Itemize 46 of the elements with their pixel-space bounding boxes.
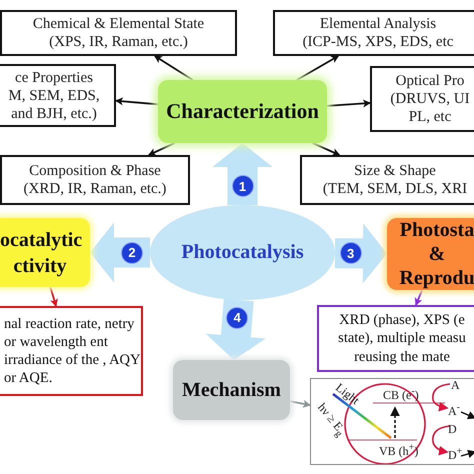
- box-title: Chemical & Elemental State: [32, 15, 204, 33]
- arrow: [49, 286, 58, 307]
- method-list: and BJH, etc.): [11, 104, 97, 122]
- method-box: [0, 10, 237, 56]
- heading-box: [158, 80, 327, 143]
- arrow: [312, 142, 340, 156]
- diagram-label: D: [448, 423, 457, 435]
- method-list: (XPS, IR, Raman, etc.): [49, 33, 188, 51]
- arrow: [148, 142, 176, 156]
- method-list: PL, etc: [408, 108, 452, 126]
- box-title: Size & Shape: [354, 162, 436, 180]
- method-box: [273, 10, 474, 56]
- arrow: [326, 99, 371, 108]
- node-label: Characterization: [166, 99, 319, 124]
- method-list: (TEM, SEM, DLS, XRI: [322, 180, 468, 198]
- topic-box: [173, 360, 290, 420]
- method-box: [300, 155, 474, 205]
- box-title: Optical Pro: [396, 72, 464, 90]
- diagram-label: A: [451, 379, 460, 391]
- node-label: XRD (phase), XPS (e state), multiple measu reusing the mate: [337, 311, 467, 366]
- diagram-label: CB (e$^{-}$): [383, 387, 419, 401]
- note-box: [317, 305, 474, 372]
- node-label: Photosta & Reprodu: [398, 218, 474, 290]
- arrow: [296, 55, 340, 81]
- box-title: ce Properties: [15, 68, 93, 86]
- method-box: [0, 64, 116, 127]
- method-list: (XRD, IR, Raman, etc.): [24, 180, 166, 198]
- note-box: [0, 306, 143, 396]
- node-label: Mechanism: [182, 378, 281, 402]
- topic-box: [0, 218, 90, 287]
- arrow: [115, 97, 158, 106]
- arrow: [290, 400, 311, 408]
- method-list: (DRUVS, UI: [390, 90, 470, 108]
- method-box: [370, 66, 474, 132]
- node-label: ocatalytic ctivity: [0, 228, 80, 278]
- method-box: [0, 155, 190, 205]
- diagram-label: D$^{+}$: [448, 447, 462, 461]
- arrow: [414, 290, 423, 306]
- method-list: (ICP-MS, XPS, EDS, etc: [302, 33, 454, 51]
- method-list: M, SEM, EDS,: [8, 86, 100, 104]
- node-label: nal reaction rate, netry or wavelength ent irradiance of the , AQY or AQE.: [3, 314, 141, 388]
- box-title: Elemental Analysis: [320, 15, 436, 33]
- box-title: Composition & Phase: [29, 162, 161, 180]
- node-label: Photocatalysis: [181, 241, 304, 264]
- arrow: [154, 55, 194, 81]
- diagram-label: A$^{-}$: [448, 403, 460, 417]
